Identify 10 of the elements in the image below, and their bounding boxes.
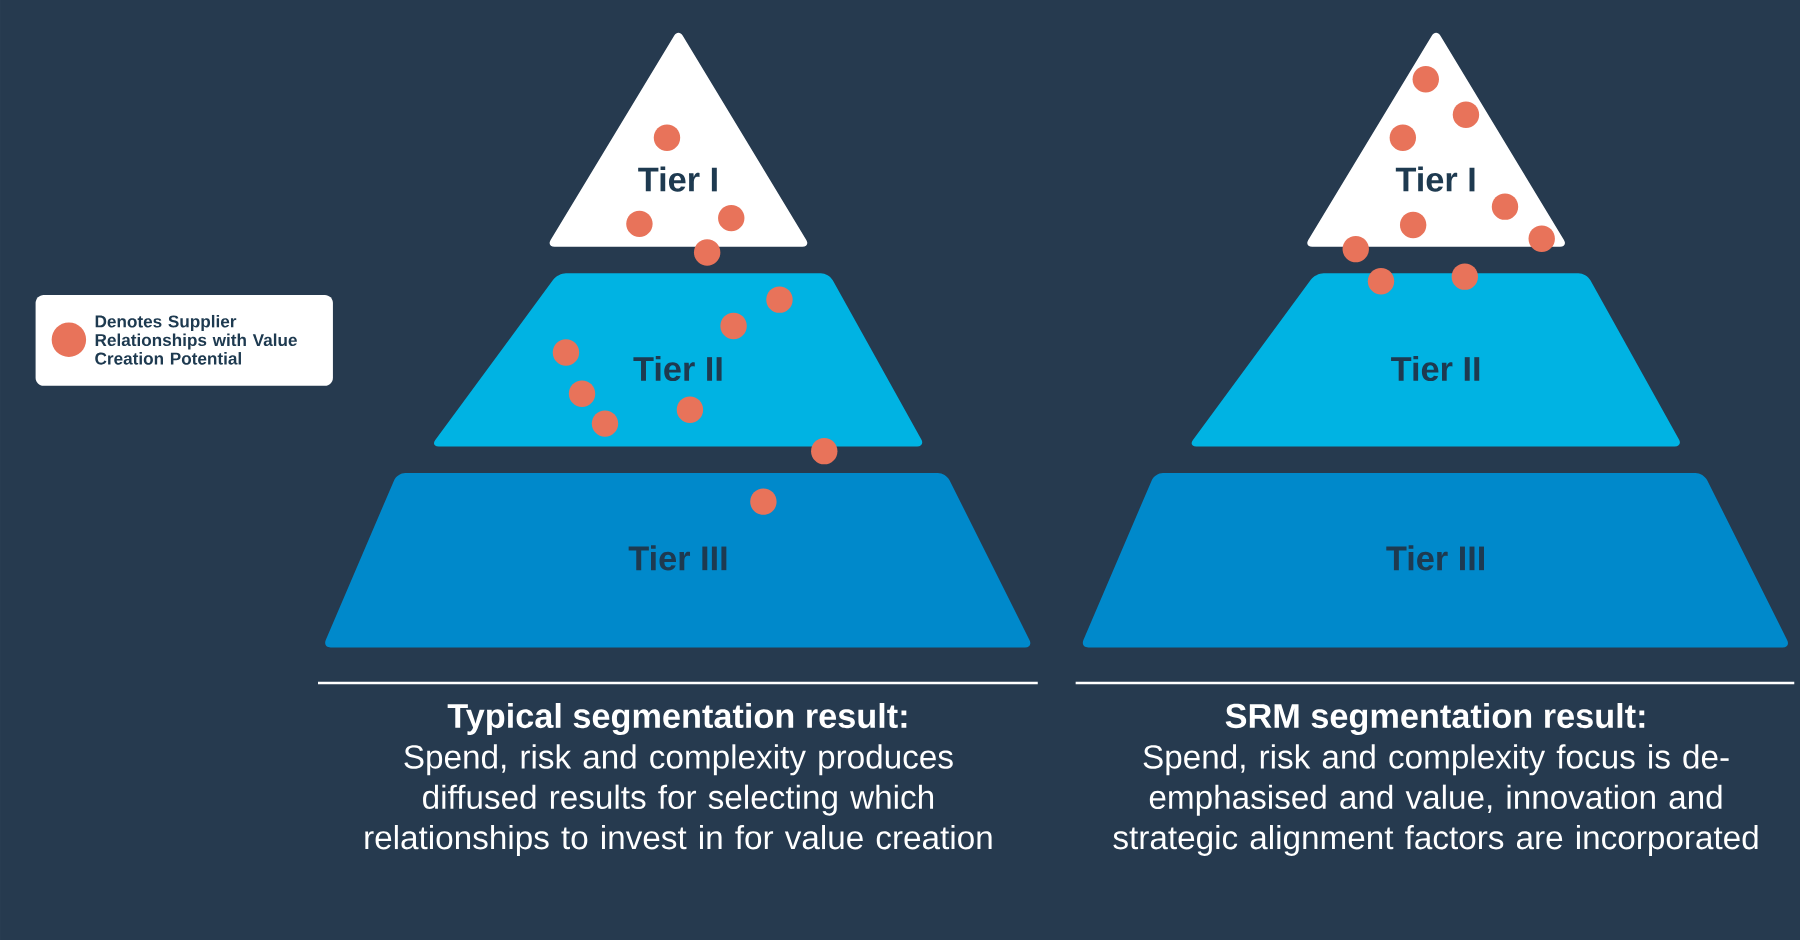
- caption-heading: SRM segmentation result:: [1225, 702, 1645, 735]
- tier-trapezoid: Tier III: [325, 472, 1031, 648]
- legend-text: Denotes Supplier Relationships with Value Creation Potential: [95, 314, 297, 365]
- tier-trapezoid: Tier II: [433, 273, 923, 447]
- caption-text: Spend, risk and complexity focus is de-emphasised and value, innovation and strategic alignment factors are incorporated: [1113, 744, 1758, 856]
- tier-trapezoid: Tier II: [1191, 273, 1680, 447]
- caption-heading: Typical segmentation result:: [447, 702, 907, 735]
- caption-text: Spend, risk and complexity produces diffused results for selecting which relationships to invest in for value creation: [365, 744, 992, 856]
- tier-triangle: Tier I: [549, 32, 808, 247]
- tier-trapezoid: Tier III: [1082, 472, 1788, 648]
